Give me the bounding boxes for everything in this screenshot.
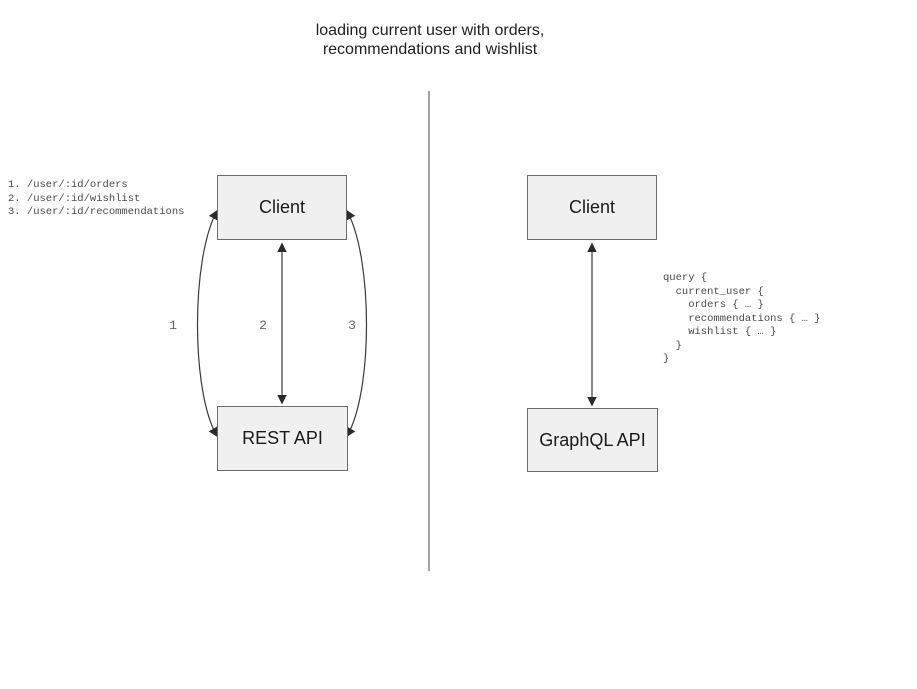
rest-arrow-3-arc xyxy=(346,209,368,438)
graphql-api-box: GraphQL API xyxy=(527,408,658,472)
rest-api-label: REST API xyxy=(242,428,323,448)
rest-arrow-1-arc xyxy=(196,209,218,438)
rest-arrow-3-label: 3 xyxy=(348,318,356,333)
rest-arrow-2-label: 2 xyxy=(259,318,267,333)
graphql-client-box: Client xyxy=(527,175,657,240)
rest-client-box: Client xyxy=(217,175,347,240)
rest-endpoints-note: 1. /user/:id/orders 2. /user/:id/wishlis… xyxy=(8,179,185,218)
rest-api-box: REST API xyxy=(217,406,348,471)
diagram-title-line2: recommendations and wishlist xyxy=(322,41,538,58)
rest-arrow-1-label: 1 xyxy=(169,318,177,333)
graphql-query-note: query { current_user { orders { … } reco… xyxy=(663,272,821,365)
diagram-title: loading current user with orders, recomm… xyxy=(0,21,860,59)
diagram-title-line1: loading current user with orders, xyxy=(315,22,545,39)
graphql-client-label: Client xyxy=(568,197,616,217)
rest-client-label: Client xyxy=(258,197,306,217)
graphql-api-label: GraphQL API xyxy=(539,429,646,450)
